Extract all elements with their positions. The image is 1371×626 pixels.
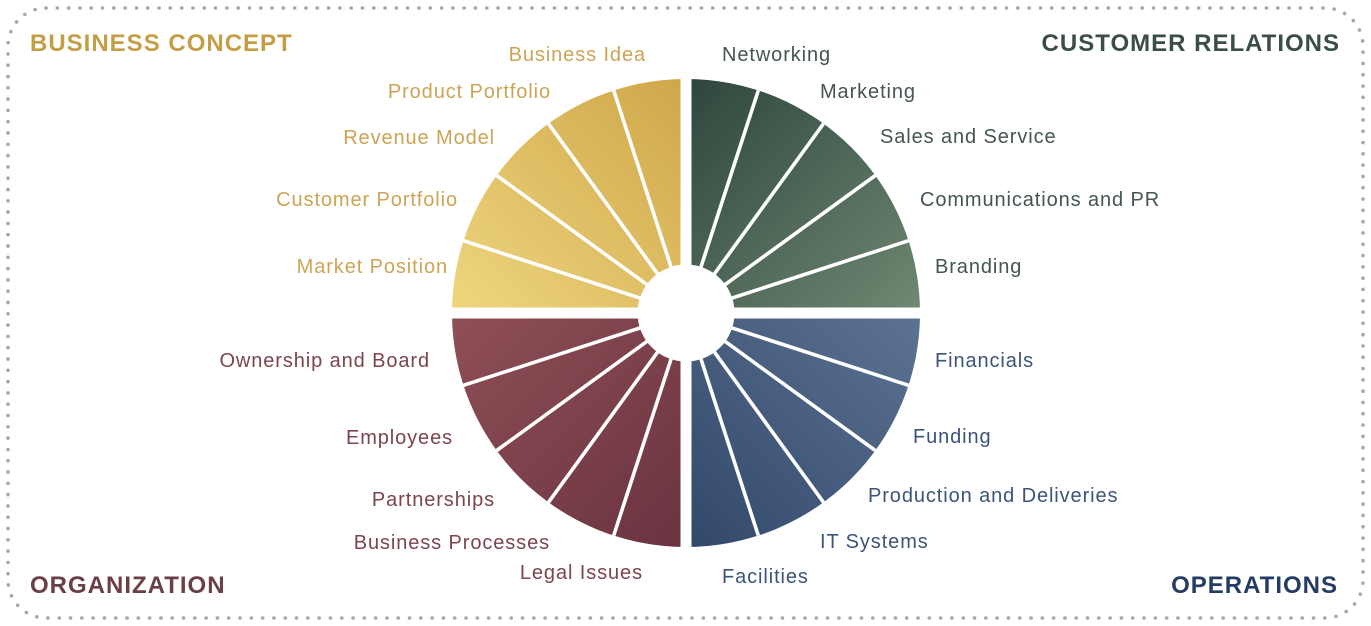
segment-label-product-portfolio: Product Portfolio (387, 81, 551, 103)
segment-label-funding: Funding (913, 426, 992, 448)
segment-label-sales-and-service: Sales and Service (880, 126, 1057, 148)
quadrant-title-customer-relations: CUSTOMER RELATIONS (1041, 30, 1340, 57)
dotted-page-border (6, 6, 1365, 620)
quadrant-title-operations: OPERATIONS (1171, 572, 1338, 599)
segment-label-communications-and-pr: Communications and PR (920, 189, 1161, 211)
segment-label-facilities: Facilities (722, 566, 809, 588)
quadrant-title-organization: ORGANIZATION (30, 572, 226, 599)
wheel-center-hole (637, 264, 735, 362)
segment-label-legal-issues: Legal Issues (519, 562, 643, 584)
segment-label-business-idea: Business Idea (508, 44, 646, 66)
segment-label-it-systems: IT Systems (820, 531, 929, 553)
segment-label-financials: Financials (935, 350, 1035, 372)
segment-label-business-processes: Business Processes (353, 532, 550, 554)
segment-label-employees: Employees (345, 427, 453, 449)
segment-label-market-position: Market Position (296, 256, 448, 278)
segment-label-production-and-deliveries: Production and Deliveries (868, 485, 1119, 507)
segment-label-marketing: Marketing (820, 81, 916, 103)
segment-label-partnerships: Partnerships (371, 489, 495, 511)
segment-label-networking: Networking (722, 44, 832, 66)
segment-label-revenue-model: Revenue Model (343, 127, 495, 149)
segment-label-branding: Branding (935, 256, 1023, 278)
segment-label-customer-portfolio: Customer Portfolio (276, 189, 458, 211)
quadrant-title-business-concept: BUSINESS CONCEPT (30, 30, 293, 57)
segment-label-ownership-and-board: Ownership and Board (219, 350, 430, 372)
